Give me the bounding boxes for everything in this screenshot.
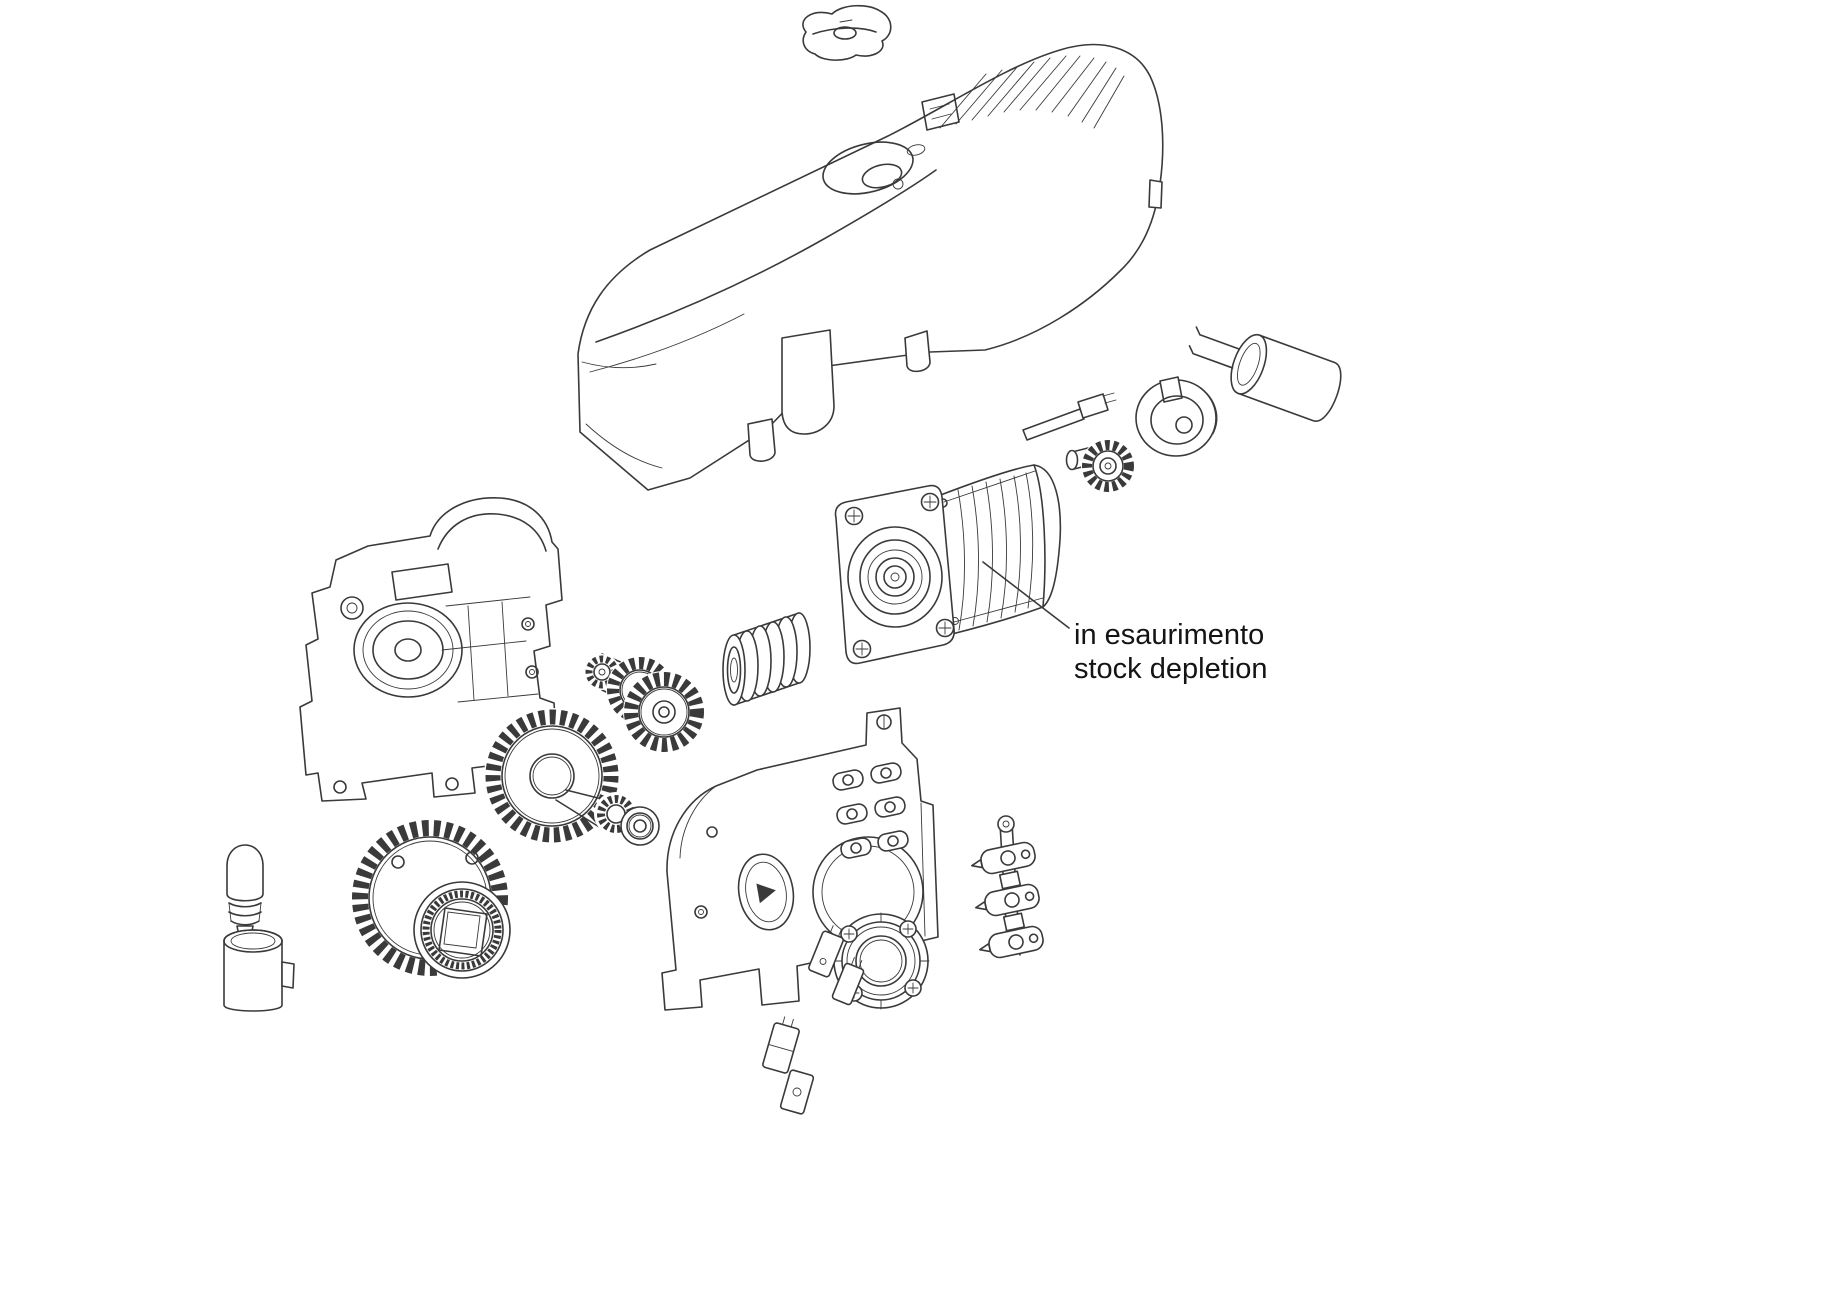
double-pinion-gear-part (584, 653, 705, 753)
terminal-bosses (832, 762, 909, 859)
annotation-line-2: stock depletion (1074, 653, 1267, 685)
motor-pinion-part (1065, 439, 1135, 493)
limit-cam-stack-part (971, 815, 1044, 959)
output-gear-part (350, 818, 511, 979)
motor-wire-terminal-part (1022, 392, 1117, 441)
connector-part (762, 1016, 815, 1115)
worm-gear-part (484, 708, 660, 846)
motor-part (834, 464, 1062, 665)
cover-part (577, 43, 1164, 491)
capacitor-part (1188, 326, 1342, 422)
bulb-part (226, 844, 264, 937)
logo-plate (921, 93, 960, 131)
stock-depletion-annotation: in esaurimento stock depletion (982, 561, 1267, 685)
release-knob-part (802, 4, 892, 61)
motor-body-hatching (957, 472, 1034, 631)
oval-opening (737, 853, 795, 931)
gearbox-housing-part (299, 497, 563, 802)
lamp-cover-part (223, 929, 295, 1012)
vent-slots (939, 55, 1125, 129)
brush-cap-part (1135, 376, 1218, 457)
microswitch-part (808, 925, 865, 1006)
flange-screws (844, 492, 955, 659)
housing-ribs (441, 596, 539, 703)
coupling-part (722, 612, 811, 706)
annotation-line-1: in esaurimento (1074, 619, 1264, 651)
